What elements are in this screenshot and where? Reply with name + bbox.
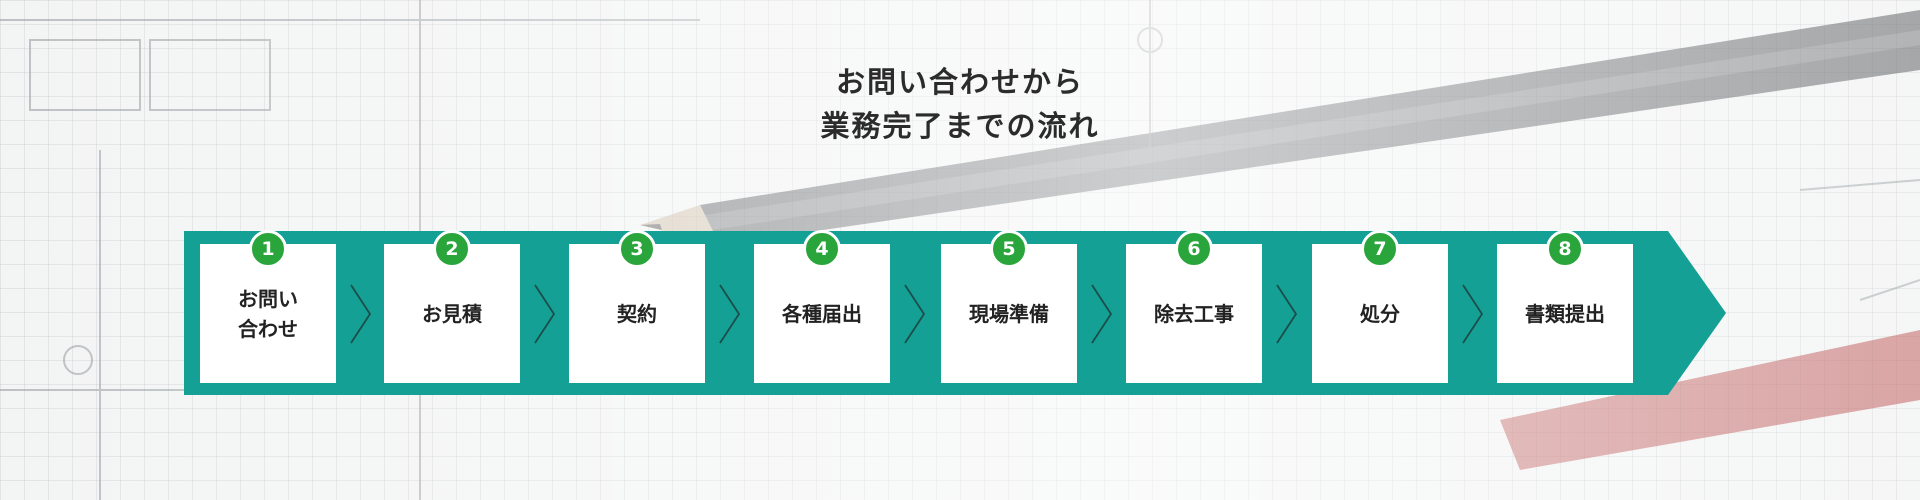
step-5-card: 5 現場準備 [941,230,1077,383]
heading-line-2: 業務完了までの流れ [820,109,1100,143]
chevron-right-icon [1462,284,1484,344]
process-flow: 1 お問い 合わせ 2 お見積 3 契約 4 各種届出 5 現場準備 6 除去工… [184,230,1726,395]
step-1-label: お問い 合わせ [238,286,298,341]
chevron-right-icon [1276,284,1298,344]
step-3-badge: 3 [618,230,656,268]
step-7-card: 7 処分 [1312,230,1448,383]
step-4-badge: 4 [803,230,841,268]
step-5-label: 現場準備 [969,301,1049,326]
step-8-label: 書類提出 [1525,301,1605,326]
chevron-right-icon [350,284,372,344]
step-6-card: 6 除去工事 [1126,230,1262,383]
step-7-badge: 7 [1361,230,1399,268]
step-2-badge: 2 [433,230,471,268]
chevron-right-icon [719,284,741,344]
step-3-label: 契約 [617,301,657,326]
step-8-card: 8 書類提出 [1497,230,1633,383]
step-1-card: 1 お問い 合わせ [200,230,336,383]
step-5-badge: 5 [990,230,1028,268]
step-8-badge: 8 [1546,230,1584,268]
step-1-badge: 1 [249,230,287,268]
step-3-card: 3 契約 [569,230,705,383]
step-6-badge: 6 [1175,230,1213,268]
step-2-card: 2 お見積 [384,230,520,383]
heading-line-1: お問い合わせから [835,65,1084,99]
chevron-right-icon [904,284,926,344]
step-2-label: お見積 [422,301,482,326]
step-4-card: 4 各種届出 [754,230,890,383]
step-6-label: 除去工事 [1154,301,1234,326]
chevron-right-icon [1091,284,1113,344]
step-7-label: 処分 [1360,301,1400,326]
page-heading: お問い合わせから 業務完了までの流れ [0,60,1920,148]
step-4-label: 各種届出 [782,301,862,326]
chevron-right-icon [534,284,556,344]
